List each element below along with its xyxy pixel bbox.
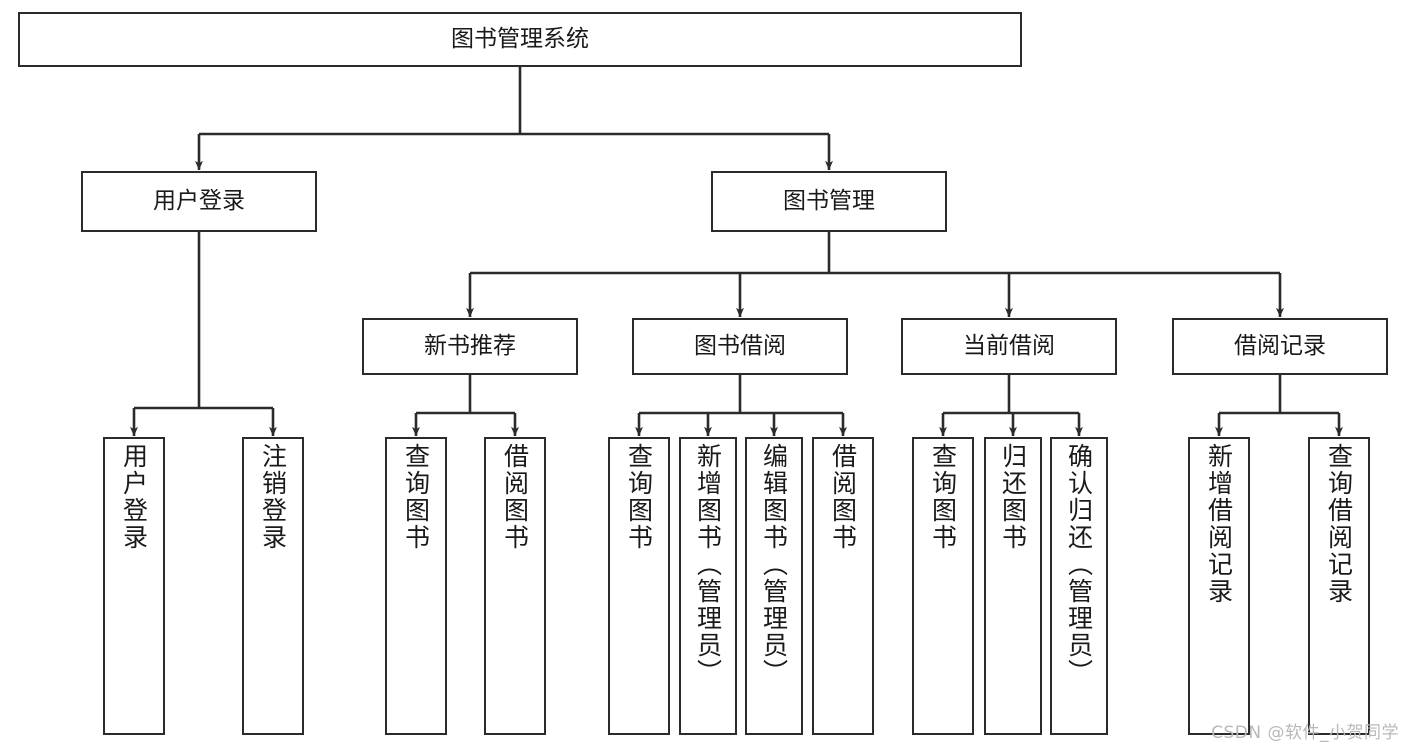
node-label: 图书管理 bbox=[783, 187, 875, 214]
node-leaf-bor-4[interactable]: 借阅图书 bbox=[812, 437, 874, 735]
node-label: 新增借阅记录 bbox=[1204, 443, 1234, 605]
node-bookmgmt[interactable]: 图书管理 bbox=[711, 171, 947, 232]
node-leaf-login-1[interactable]: 用户登录 bbox=[103, 437, 165, 735]
node-login[interactable]: 用户登录 bbox=[81, 171, 317, 232]
node-leaf-rec-1[interactable]: 新增借阅记录 bbox=[1188, 437, 1250, 735]
node-label: 查询借阅记录 bbox=[1324, 443, 1354, 605]
node-label: 新增图书（管理员） bbox=[693, 443, 723, 686]
node-current[interactable]: 当前借阅 bbox=[901, 318, 1117, 375]
node-leaf-rec-2[interactable]: 查询借阅记录 bbox=[1308, 437, 1370, 735]
node-newbook[interactable]: 新书推荐 bbox=[362, 318, 578, 375]
node-label: 查询图书 bbox=[401, 443, 431, 551]
node-label: 借阅记录 bbox=[1234, 332, 1326, 359]
node-leaf-bor-1[interactable]: 查询图书 bbox=[608, 437, 670, 735]
node-label: 借阅图书 bbox=[828, 443, 858, 551]
node-leaf-new-1[interactable]: 查询图书 bbox=[385, 437, 447, 735]
node-label: 归还图书 bbox=[998, 443, 1028, 551]
node-records[interactable]: 借阅记录 bbox=[1172, 318, 1388, 375]
node-label: 图书管理系统 bbox=[451, 25, 589, 52]
node-leaf-login-2[interactable]: 注销登录 bbox=[242, 437, 304, 735]
node-label: 图书借阅 bbox=[694, 332, 786, 359]
node-label: 用户登录 bbox=[153, 187, 245, 214]
node-root[interactable]: 图书管理系统 bbox=[18, 12, 1022, 67]
node-leaf-cur-1[interactable]: 查询图书 bbox=[912, 437, 974, 735]
node-label: 借阅图书 bbox=[500, 443, 530, 551]
node-label: 注销登录 bbox=[258, 443, 288, 551]
node-borrow[interactable]: 图书借阅 bbox=[632, 318, 848, 375]
node-leaf-cur-2[interactable]: 归还图书 bbox=[984, 437, 1042, 735]
node-label: 编辑图书（管理员） bbox=[759, 443, 789, 686]
node-leaf-bor-2[interactable]: 新增图书（管理员） bbox=[679, 437, 737, 735]
node-leaf-bor-3[interactable]: 编辑图书（管理员） bbox=[745, 437, 803, 735]
csdn-watermark: CSDN @软件_小贺同学 bbox=[1211, 723, 1399, 743]
node-label: 新书推荐 bbox=[424, 332, 516, 359]
node-leaf-cur-3[interactable]: 确认归还（管理员） bbox=[1050, 437, 1108, 735]
node-label: 当前借阅 bbox=[963, 332, 1055, 359]
node-label: 查询图书 bbox=[928, 443, 958, 551]
node-label: 用户登录 bbox=[119, 443, 149, 551]
node-label: 确认归还（管理员） bbox=[1064, 443, 1094, 686]
node-leaf-new-2[interactable]: 借阅图书 bbox=[484, 437, 546, 735]
node-label: 查询图书 bbox=[624, 443, 654, 551]
